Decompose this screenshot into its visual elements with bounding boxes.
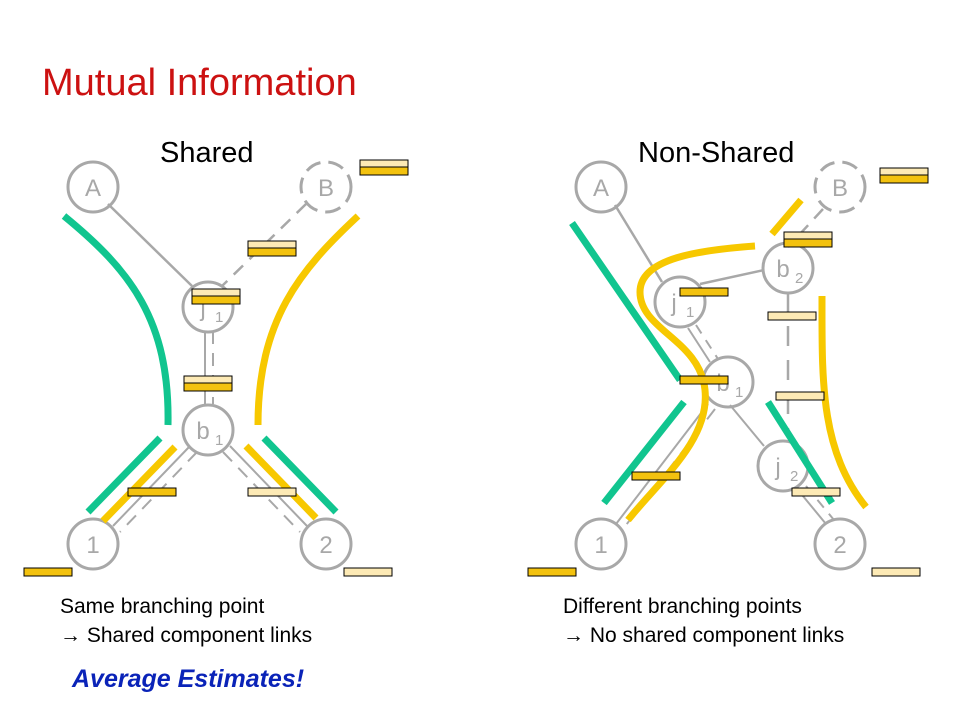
node-2-label: 2 xyxy=(319,532,332,559)
node-A-label: A xyxy=(593,175,609,202)
node-1-label: 1 xyxy=(594,532,607,559)
nonshared-caption-line2: → No shared component links xyxy=(563,624,845,647)
estimate-bar xyxy=(871,567,921,577)
shared-caption-line2: → Shared component links xyxy=(60,624,313,647)
node-b1-sub: 1 xyxy=(215,432,223,449)
path-B-yellow-left xyxy=(100,444,178,524)
path-A-green-lower xyxy=(85,435,163,515)
shared-caption-line1: Same branching point xyxy=(60,595,265,618)
node-B xyxy=(299,160,353,214)
node-j1-label: j xyxy=(670,290,676,317)
node-B-label: B xyxy=(832,175,848,202)
path-B-yellow-right xyxy=(818,295,869,510)
link-j1-b2 xyxy=(699,268,765,286)
node-b1 xyxy=(181,403,235,457)
node-j1-label: j xyxy=(199,295,205,322)
link-B-j1 xyxy=(221,203,307,287)
estimate-bar xyxy=(791,487,841,497)
link-b1-2-a xyxy=(229,445,308,527)
path-B-yellow-left xyxy=(625,242,756,523)
link-A-j1 xyxy=(107,203,193,287)
node-j1-sub: 1 xyxy=(215,309,223,326)
estimate-bar xyxy=(679,287,729,297)
path-A-green-upper xyxy=(61,213,172,426)
estimate-bar xyxy=(247,240,297,257)
estimate-bar xyxy=(783,231,833,248)
node-j2-sub: 2 xyxy=(790,468,798,485)
link-B-b2 xyxy=(787,208,824,248)
estimate-bar xyxy=(127,487,177,497)
shared-caption: Same branching point → Shared component … xyxy=(60,592,312,650)
node-B-label: B xyxy=(318,175,334,202)
node-A-label: A xyxy=(85,175,101,202)
average-estimates-note: Average Estimates! xyxy=(72,665,305,693)
path-B-yellow-top xyxy=(769,197,804,237)
estimate-bar xyxy=(191,288,241,305)
node-2 xyxy=(299,517,353,571)
node-1-label: 1 xyxy=(86,532,99,559)
path-A-green-lower xyxy=(601,399,687,506)
estimate-bar xyxy=(879,167,929,184)
estimate-bar xyxy=(679,375,729,385)
path-A-green-right xyxy=(261,435,339,515)
estimate-bar xyxy=(775,391,825,401)
node-A xyxy=(574,160,628,214)
link-b1-j2 xyxy=(729,404,765,447)
path-A-green-right xyxy=(765,400,835,505)
slide-title: Mutual Information xyxy=(42,62,357,104)
path-A-green-upper xyxy=(569,221,683,382)
node-j1 xyxy=(181,280,235,334)
path-B-yellow-upper xyxy=(254,213,361,426)
link-b1-1-a xyxy=(615,403,709,525)
link-j1-b1-b xyxy=(695,324,719,360)
estimate-bar xyxy=(183,375,233,392)
nonshared-caption-line1: Different branching points xyxy=(563,595,802,618)
link-j1-b1-a xyxy=(687,327,711,363)
nonshared-caption: Different branching points → No shared c… xyxy=(563,592,844,650)
estimate-bar xyxy=(247,487,297,497)
estimate-bar xyxy=(527,567,577,577)
path-B-yellow-right xyxy=(243,443,319,521)
nonshared-heading: Non-Shared xyxy=(638,137,795,169)
node-j2-label: j xyxy=(774,454,780,481)
node-1 xyxy=(574,517,628,571)
node-b1-label: b xyxy=(196,418,209,445)
estimate-bar xyxy=(359,159,409,176)
shared-heading: Shared xyxy=(160,137,254,169)
link-b1-1-a xyxy=(112,445,191,527)
node-1 xyxy=(66,517,120,571)
estimate-bar xyxy=(343,567,393,577)
node-b1-sub: 1 xyxy=(735,384,743,401)
node-b2-label: b xyxy=(776,256,789,283)
node-j1-sub: 1 xyxy=(686,304,694,321)
node-2 xyxy=(813,517,867,571)
estimate-bar xyxy=(631,471,681,481)
estimate-bar xyxy=(767,311,817,321)
node-A xyxy=(66,160,120,214)
node-b2-sub: 2 xyxy=(795,270,803,287)
estimate-bar xyxy=(23,567,73,577)
node-j1 xyxy=(653,275,707,329)
node-2-label: 2 xyxy=(833,532,846,559)
node-B xyxy=(813,160,867,214)
